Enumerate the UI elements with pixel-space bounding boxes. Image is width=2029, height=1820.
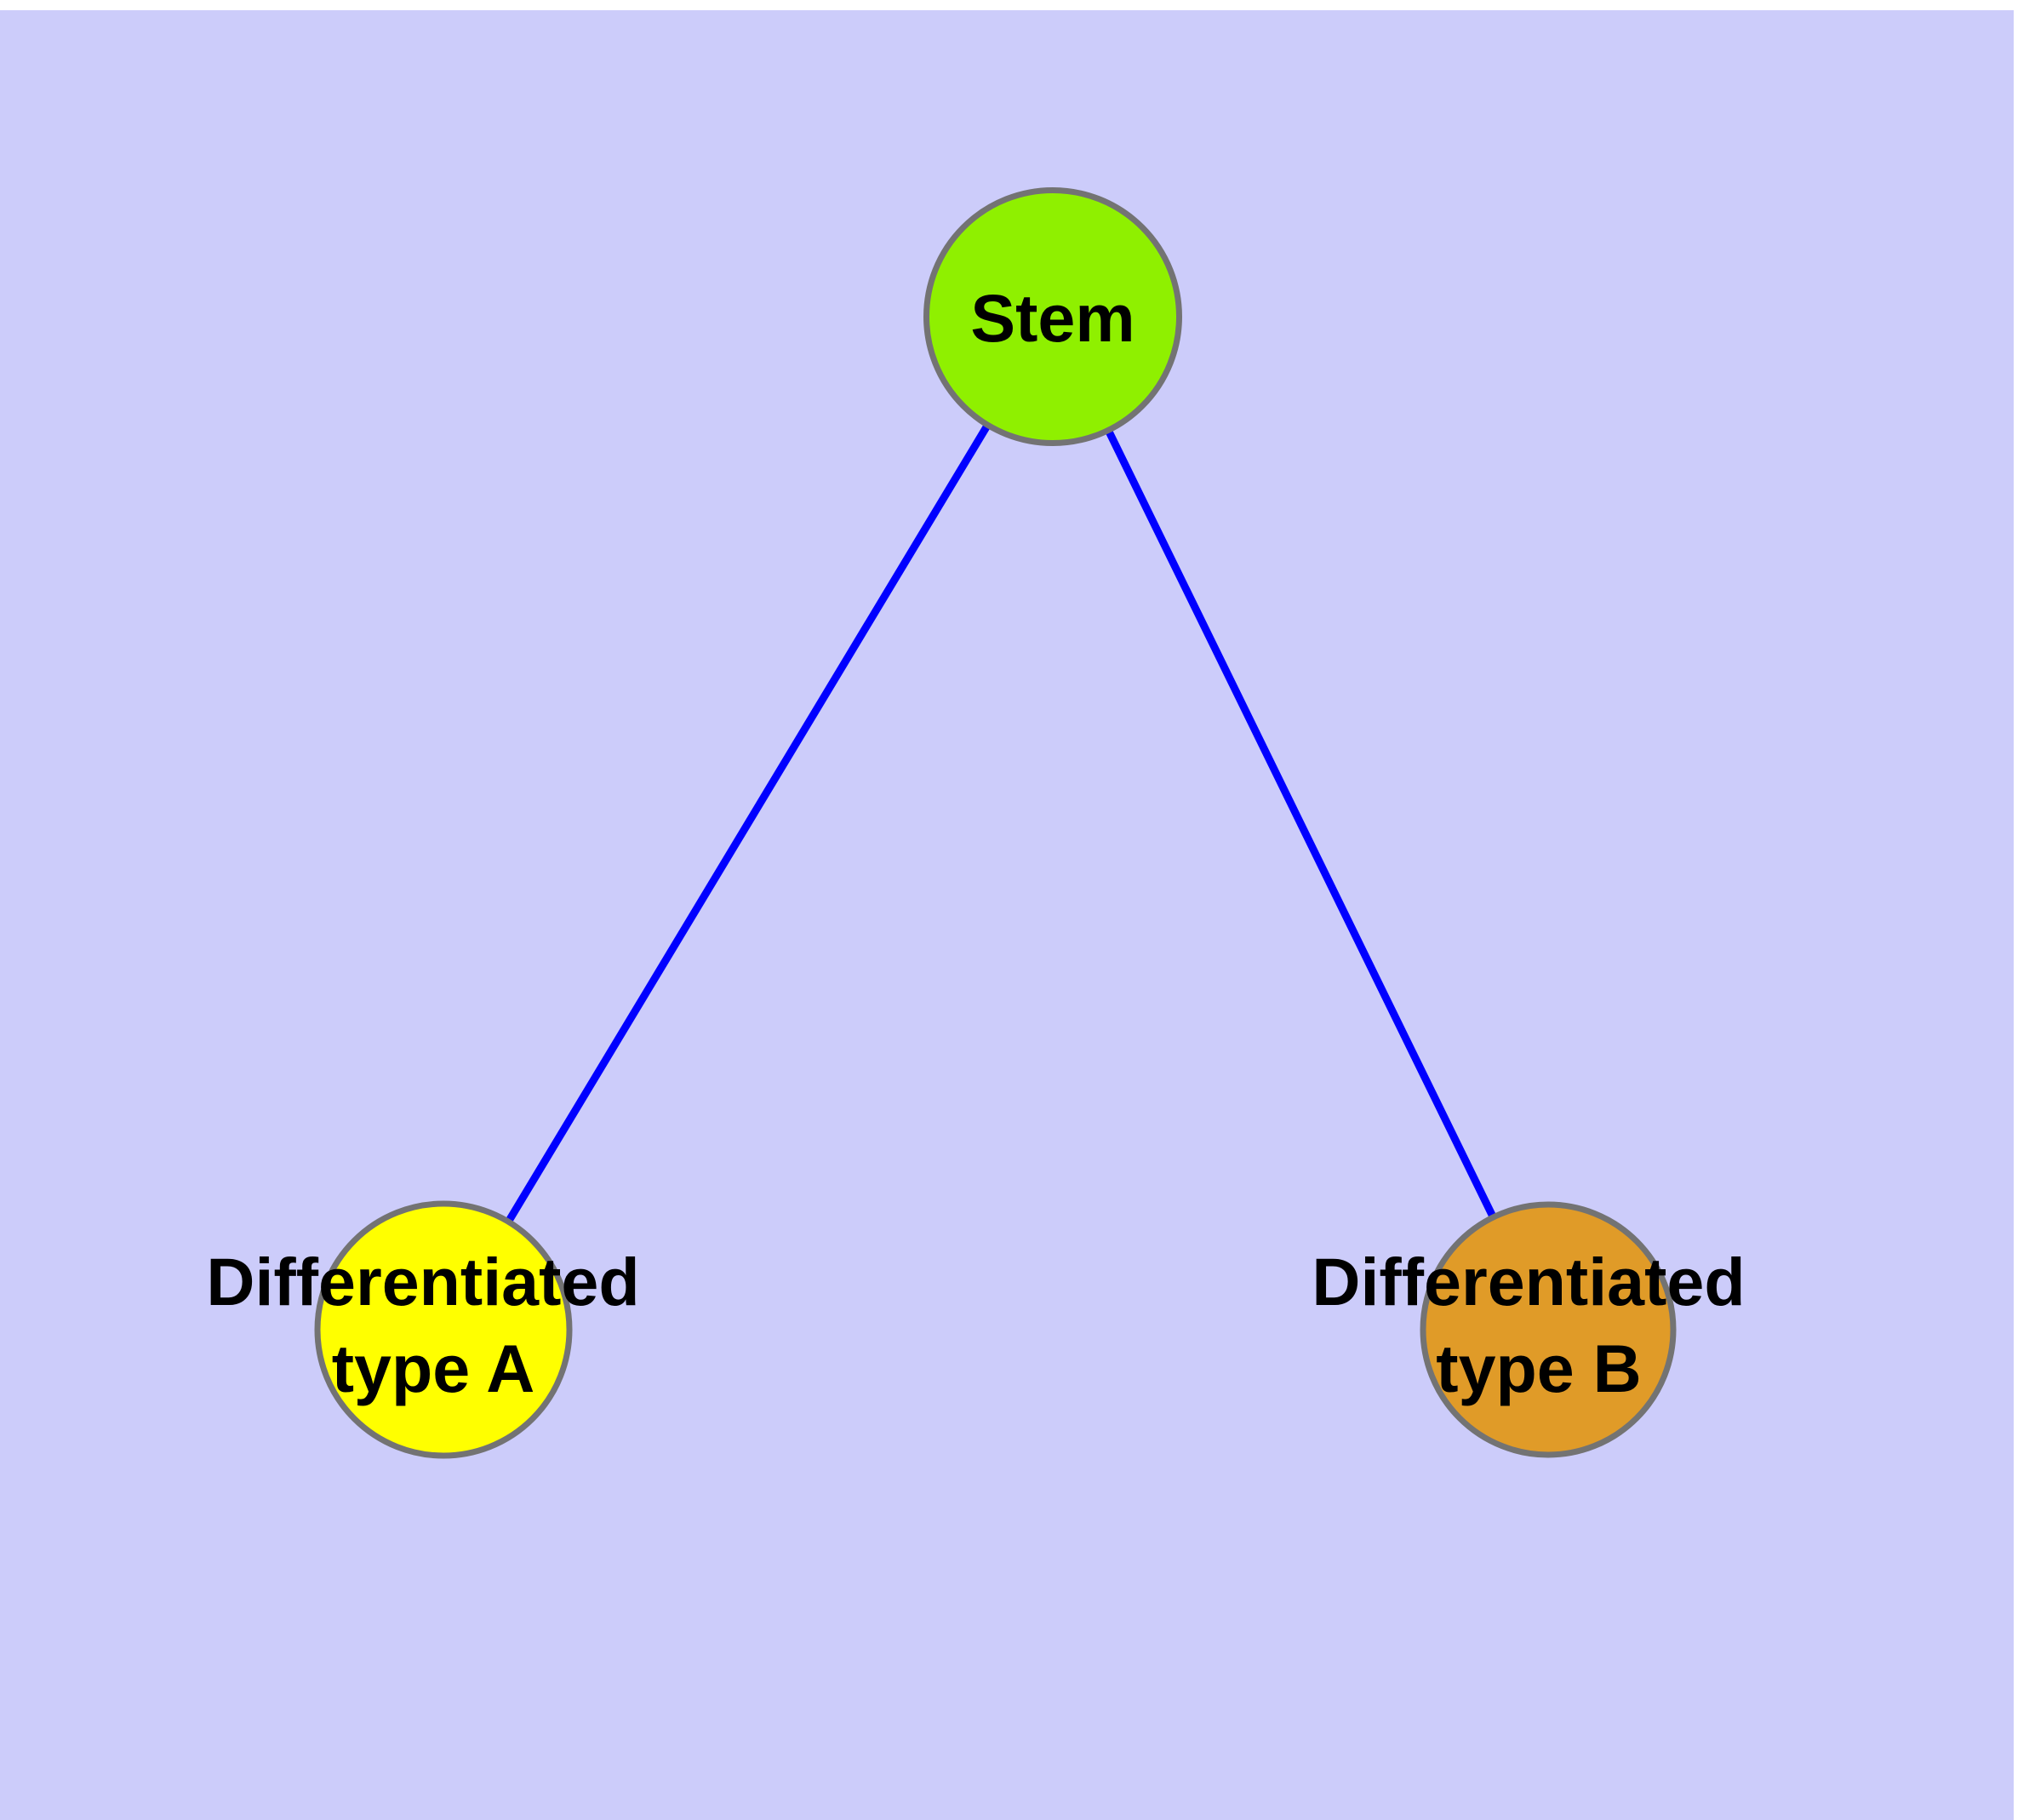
node-label-differentiated-type-a-line2: type A	[332, 1331, 535, 1406]
edge-group	[440, 314, 1552, 1332]
node-stem[interactable]	[923, 187, 1182, 446]
node-label-group: Stem Differentiated type A Differentiate…	[206, 280, 1745, 1406]
node-differentiated-type-a[interactable]	[314, 1200, 573, 1459]
node-circle-differentiated-type-a[interactable]	[314, 1200, 573, 1459]
node-label-differentiated-type-b-line2: type B	[1436, 1331, 1641, 1406]
node-label-stem: Stem	[970, 280, 1135, 356]
node-circle-stem[interactable]	[923, 187, 1182, 446]
edge-stem-to-differentiated-type-a[interactable]	[440, 314, 1056, 1332]
node-label-differentiated-type-b-line1: Differentiated	[1312, 1244, 1745, 1319]
edge-stem-to-differentiated-type-b[interactable]	[1049, 315, 1552, 1331]
node-label-differentiated-type-a-line1: Differentiated	[206, 1244, 639, 1319]
node-circle-differentiated-type-b[interactable]	[1420, 1201, 1677, 1458]
node-differentiated-type-b[interactable]	[1420, 1201, 1677, 1458]
